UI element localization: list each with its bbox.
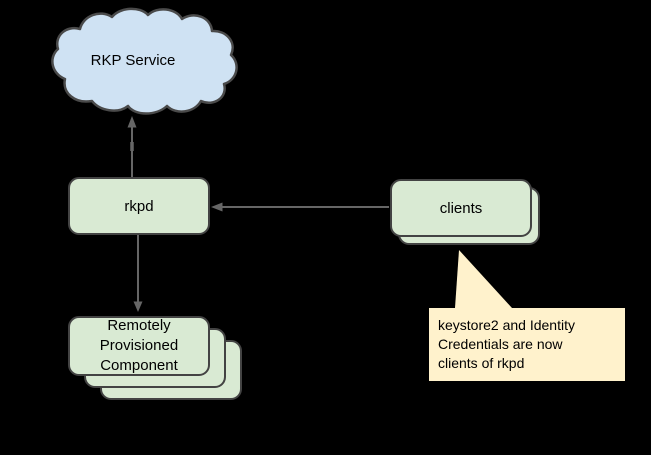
node-rpc-label-line2: Provisioned — [99, 337, 179, 354]
callout-tail — [455, 250, 512, 308]
node-rpc-label-line3: Component — [100, 357, 178, 374]
callout-bubble: keystore2 and Identity Credentials are n… — [429, 308, 625, 381]
node-clients-label: clients — [439, 199, 483, 217]
node-rkp-service-label: RKP Service — [90, 52, 176, 69]
arrowhead-down-icon — [133, 301, 143, 312]
arrowhead-up-icon — [127, 116, 137, 128]
node-remotely-provisioned-component: Remotely Provisioned Component — [68, 316, 210, 376]
node-rkpd-label: rkpd — [124, 197, 154, 215]
cloud-shape — [51, 7, 238, 115]
node-clients: clients — [390, 179, 532, 237]
node-rkpd: rkpd — [68, 177, 210, 235]
node-rpc-label-line1: Remotely — [107, 317, 171, 334]
arrowhead-left-icon — [211, 202, 223, 212]
callout-text-line1: keystore2 and Identity — [438, 317, 575, 333]
callout-text-line2: Credentials are now — [438, 336, 563, 352]
callout-text-line3: clients of rkpd — [438, 355, 525, 371]
